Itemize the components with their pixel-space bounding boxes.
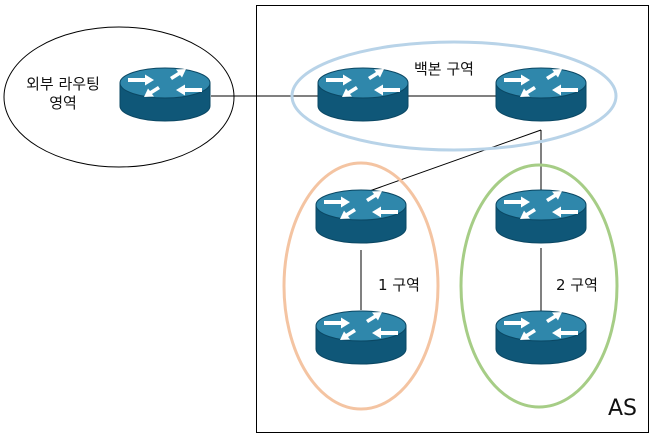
router-icon bbox=[315, 310, 407, 365]
router-icon bbox=[495, 189, 587, 244]
external-label-line1: 외부 라우팅 bbox=[26, 75, 100, 93]
router-icon bbox=[317, 67, 409, 122]
as-label: AS bbox=[608, 396, 638, 421]
as-boundary bbox=[256, 5, 649, 433]
backbone-area-label: 백본 구역 bbox=[414, 60, 474, 78]
router-icon bbox=[495, 310, 587, 365]
area-1-label: 1 구역 bbox=[378, 276, 420, 294]
router-icon bbox=[495, 67, 587, 122]
external-routing-area-label: 외부 라우팅 영역 bbox=[8, 75, 118, 113]
area-2-label: 2 구역 bbox=[556, 276, 598, 294]
router-icon bbox=[315, 189, 407, 244]
link-backbone-area1 bbox=[360, 129, 542, 195]
external-routing-area bbox=[3, 26, 235, 168]
area-2 bbox=[459, 163, 619, 409]
backbone-area bbox=[290, 40, 618, 152]
links bbox=[211, 95, 542, 312]
area-1 bbox=[282, 161, 440, 411]
external-label-line2: 영역 bbox=[49, 94, 77, 112]
router-icon bbox=[119, 67, 211, 122]
